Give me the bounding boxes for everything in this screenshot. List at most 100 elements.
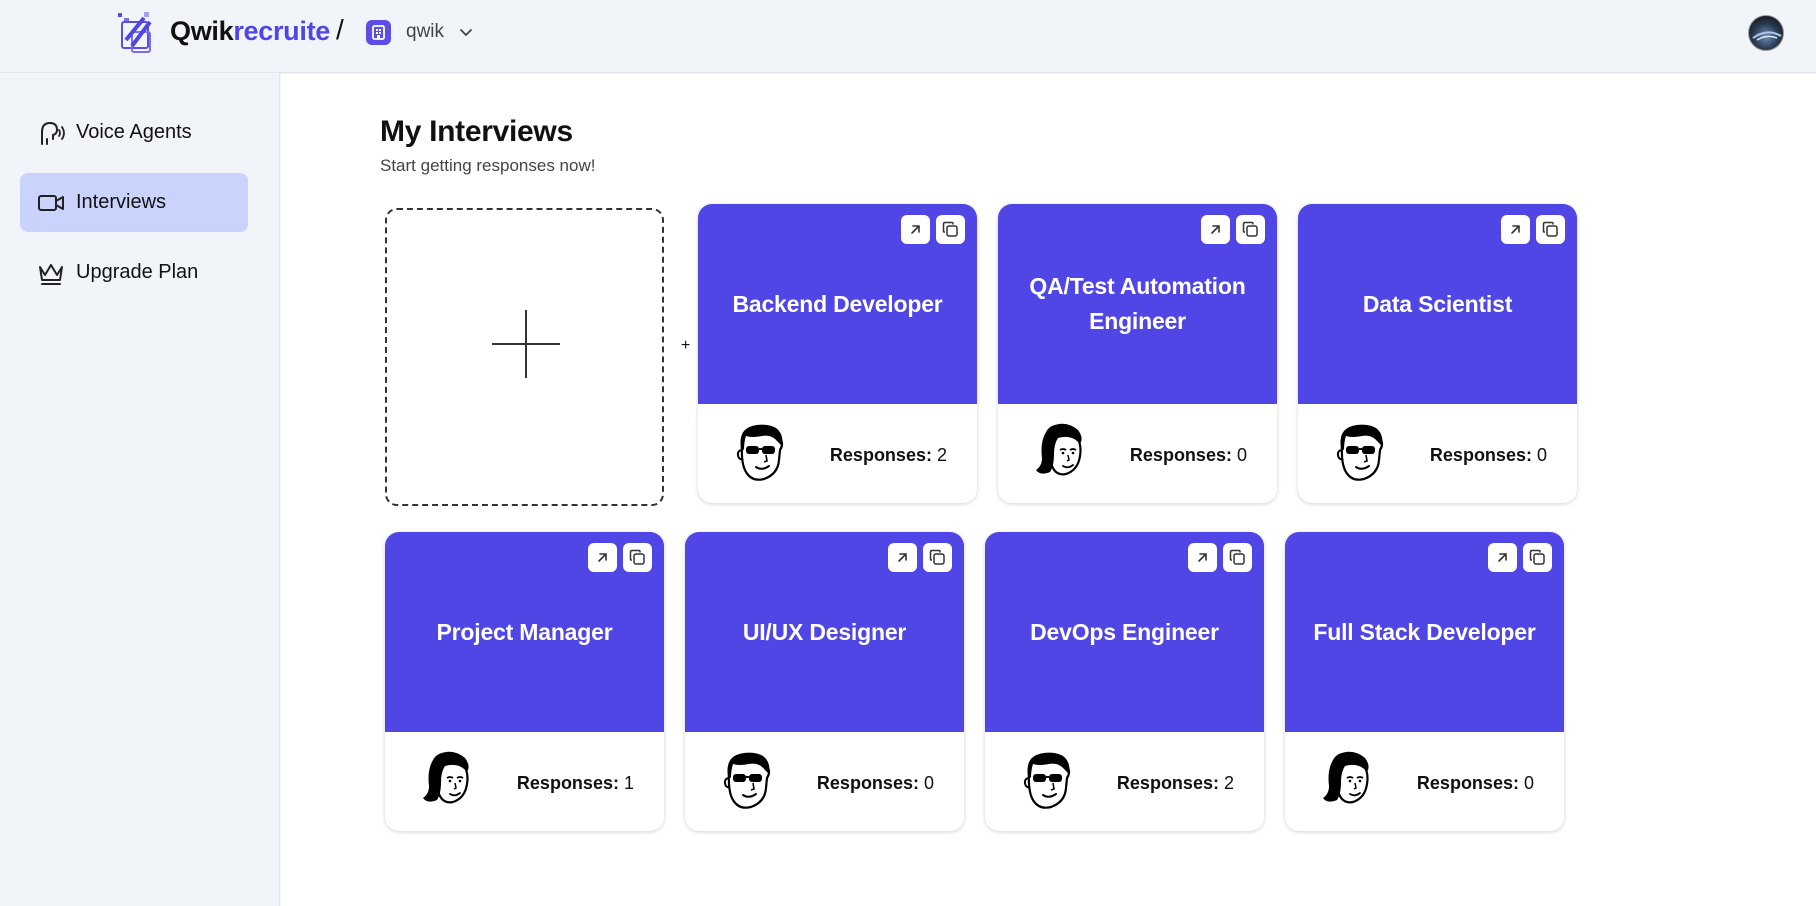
interview-title: UI/UX Designer [742, 618, 907, 645]
responses-label: Responses: [1116, 773, 1219, 793]
copy-icon [1542, 221, 1558, 237]
interview-title: DevOps Engineer [1030, 618, 1219, 645]
organization-icon[interactable] [366, 20, 391, 45]
interview-card-header [1298, 204, 1577, 404]
male-interviewer-avatar-icon [1332, 422, 1388, 484]
responses-count: Responses: 0 [817, 773, 934, 794]
copy-link-button[interactable] [1523, 543, 1552, 572]
male-interviewer-avatar-icon [1019, 750, 1075, 812]
sidebar-item-voice-agents[interactable]: Voice Agents [20, 103, 248, 162]
responses-count: Responses: 0 [1430, 445, 1547, 466]
interview-card[interactable]: Full Stack Developer Responses: 0 [1285, 532, 1564, 831]
chevron-down-icon[interactable] [458, 24, 474, 40]
avatar-image-icon [1752, 31, 1782, 41]
open-interview-button[interactable] [1201, 215, 1230, 244]
female-interviewer-avatar-icon [1319, 750, 1375, 812]
brand-name-part1: Qwik [170, 16, 234, 46]
interview-card-header [985, 532, 1264, 732]
arrow-up-right-icon [1198, 553, 1207, 562]
sidebar: Voice Agents Interviews Upgrade Plan [0, 74, 280, 906]
open-interview-button[interactable] [1501, 215, 1530, 244]
interview-card[interactable]: UI/UX Designer Responses: 0 [685, 532, 964, 831]
interview-card-header [1285, 532, 1564, 732]
interview-card-header [698, 204, 977, 404]
open-interview-button[interactable] [1188, 543, 1217, 572]
voice-agent-icon [36, 118, 66, 148]
responses-value: 0 [923, 773, 934, 793]
interview-card-header [385, 532, 664, 732]
copy-link-button[interactable] [1236, 215, 1265, 244]
sidebar-item-upgrade-plan[interactable]: Upgrade Plan [20, 243, 248, 302]
arrow-up-right-icon [1498, 553, 1507, 562]
arrow-up-right-icon [1511, 225, 1520, 234]
crown-icon [36, 258, 66, 288]
page-subtitle: Start getting responses now! [380, 156, 596, 175]
video-camera-icon [36, 188, 66, 218]
interview-title: Full Stack Developer [1313, 618, 1536, 645]
open-interview-button[interactable] [588, 543, 617, 572]
qwikrecruite-logo-icon [118, 12, 152, 53]
sidebar-item-label: Voice Agents [76, 121, 192, 143]
copy-icon [1529, 549, 1545, 565]
copy-link-button[interactable] [623, 543, 652, 572]
responses-label: Responses: [1416, 773, 1519, 793]
responses-value: 0 [1523, 773, 1534, 793]
interview-title: Project Manager [436, 618, 613, 645]
interview-card[interactable]: Data Scientist Responses: 0 [1298, 204, 1577, 503]
copy-link-button[interactable] [923, 543, 952, 572]
brand-name-part2: recruite [233, 16, 330, 46]
female-interviewer-avatar-icon [419, 750, 475, 812]
responses-label: Responses: [816, 773, 919, 793]
interview-card[interactable]: Project Manager Responses: 1 [385, 532, 664, 831]
top-header: Qwikrecruite / qwik [0, 0, 1816, 73]
sidebar-item-label: Upgrade Plan [76, 261, 199, 283]
sidebar-item-interviews[interactable]: Interviews [20, 173, 248, 232]
interview-title: Data Scientist [1362, 290, 1513, 317]
responses-count: Responses: 2 [1117, 773, 1234, 794]
responses-count: Responses: 0 [1130, 445, 1247, 466]
create-interview-card[interactable] [385, 208, 664, 506]
user-avatar[interactable] [1748, 15, 1784, 51]
male-interviewer-avatar-icon [719, 750, 775, 812]
building-icon [372, 25, 385, 40]
copy-icon [1242, 221, 1258, 237]
brand-name[interactable]: Qwikrecruite [170, 16, 330, 47]
open-interview-button[interactable] [901, 215, 930, 244]
copy-link-button[interactable] [1536, 215, 1565, 244]
female-interviewer-avatar-icon [1032, 422, 1088, 484]
arrow-up-right-icon [911, 225, 920, 234]
interview-card[interactable]: DevOps Engineer Responses: 2 [985, 532, 1264, 831]
interview-card[interactable]: QA/Test Automation Engineer Responses: 0 [998, 204, 1277, 503]
organization-switcher[interactable]: qwik [406, 21, 445, 42]
arrow-up-right-icon [598, 553, 607, 562]
copy-icon [929, 549, 945, 565]
interview-title: QA/Test Automation Engineer [1029, 273, 1246, 334]
responses-label: Responses: [1429, 445, 1532, 465]
male-interviewer-avatar-icon [732, 422, 788, 484]
copy-icon [629, 549, 645, 565]
responses-count: Responses: 0 [1417, 773, 1534, 794]
interview-title: Backend Developer [732, 290, 943, 317]
open-interview-button[interactable] [1488, 543, 1517, 572]
copy-icon [942, 221, 958, 237]
copy-link-button[interactable] [1223, 543, 1252, 572]
arrow-up-right-icon [1211, 225, 1220, 234]
responses-label: Responses: [829, 445, 932, 465]
responses-count: Responses: 2 [830, 445, 947, 466]
responses-value: 1 [623, 773, 634, 793]
responses-value: 2 [936, 445, 947, 465]
responses-value: 2 [1223, 773, 1234, 793]
interview-card-header [685, 532, 964, 732]
copy-icon [1229, 549, 1245, 565]
responses-value: 0 [1536, 445, 1547, 465]
sidebar-item-label: Interviews [76, 191, 167, 213]
breadcrumb-separator: / [336, 14, 344, 45]
responses-count: Responses: 1 [517, 773, 634, 794]
interview-card[interactable]: Backend Developer Responses: 2 [698, 204, 977, 503]
responses-label: Responses: [1129, 445, 1232, 465]
page-title: My Interviews [380, 115, 573, 148]
open-interview-button[interactable] [888, 543, 917, 572]
responses-label: Responses: [516, 773, 619, 793]
copy-link-button[interactable] [936, 215, 965, 244]
responses-value: 0 [1236, 445, 1247, 465]
